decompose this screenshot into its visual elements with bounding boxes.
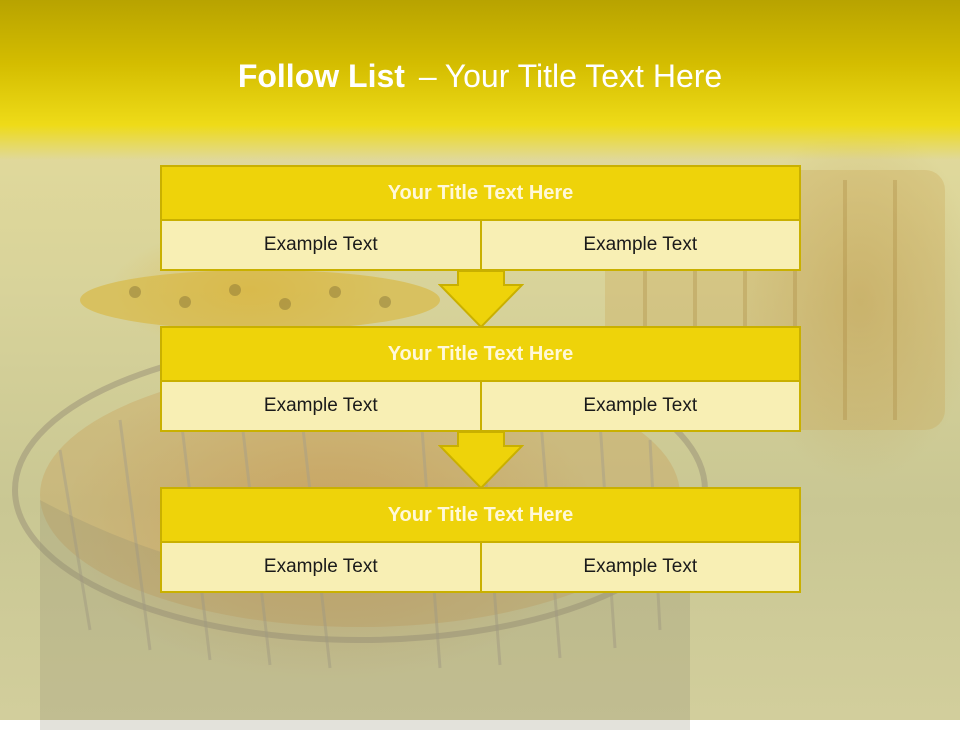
- down-arrow-icon: [438, 271, 524, 329]
- block-row: Example Text Example Text: [160, 221, 801, 271]
- header-band: [0, 0, 960, 160]
- list-block-3: Your Title Text Here Example Text Exampl…: [160, 487, 801, 593]
- block-cell-right: Example Text: [481, 543, 801, 593]
- block-title: Your Title Text Here: [160, 165, 801, 221]
- block-cell-right: Example Text: [481, 382, 801, 432]
- corn-illustration: [80, 270, 440, 330]
- block-row: Example Text Example Text: [160, 543, 801, 593]
- block-row: Example Text Example Text: [160, 382, 801, 432]
- block-cell-left: Example Text: [160, 382, 482, 432]
- block-title: Your Title Text Here: [160, 487, 801, 543]
- title-bold: Follow List: [237, 58, 405, 94]
- block-title: Your Title Text Here: [160, 326, 801, 382]
- block-cell-left: Example Text: [160, 221, 482, 271]
- slide-title: Follow List–Your Title Text Here: [0, 52, 960, 100]
- block-cell-right: Example Text: [481, 221, 801, 271]
- list-block-2: Your Title Text Here Example Text Exampl…: [160, 326, 801, 432]
- title-rest: Your Title Text Here: [444, 58, 723, 94]
- title-dash: –: [418, 58, 437, 94]
- down-arrow-icon: [438, 432, 524, 490]
- block-cell-left: Example Text: [160, 543, 482, 593]
- list-block-1: Your Title Text Here Example Text Exampl…: [160, 165, 801, 271]
